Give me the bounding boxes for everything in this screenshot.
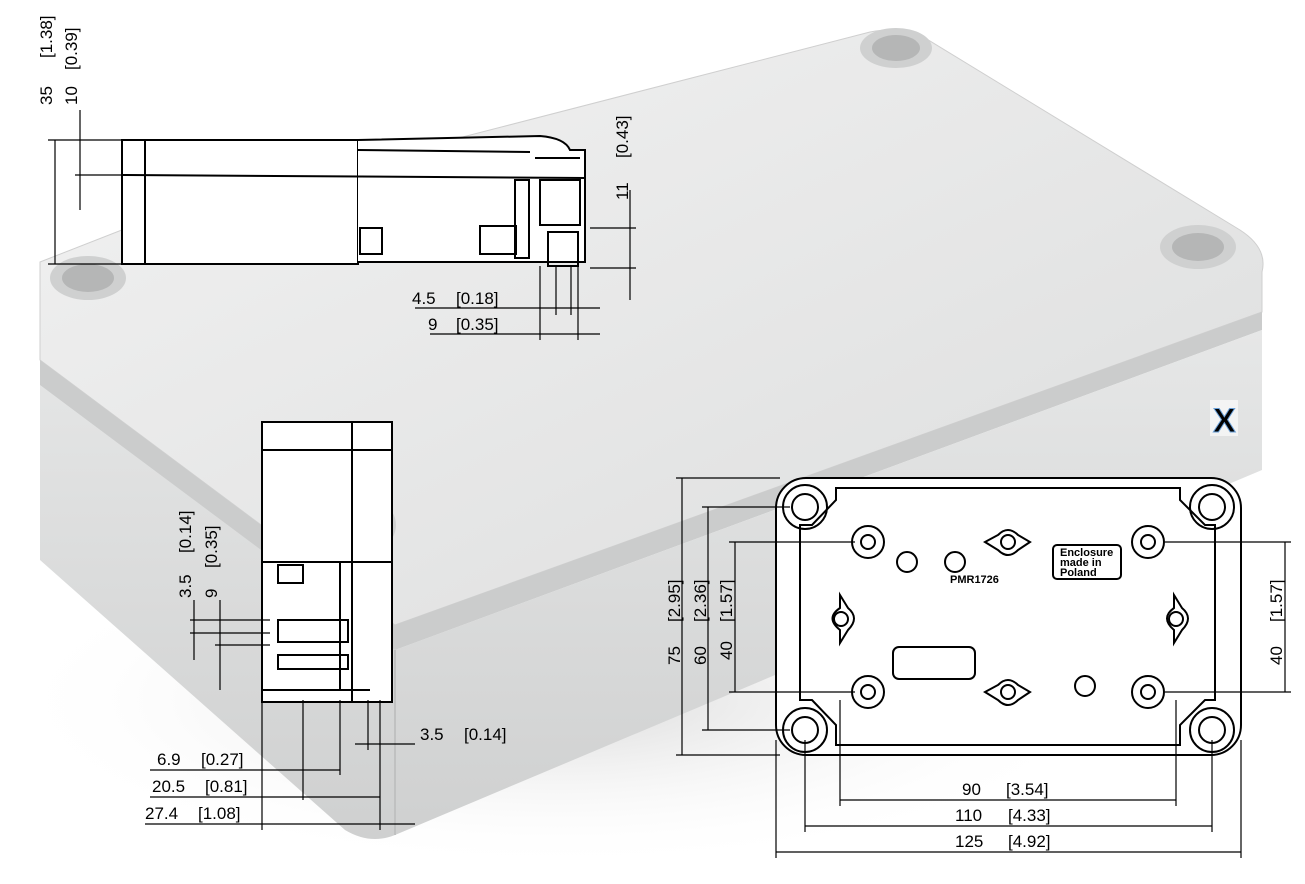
dim-height-40: 40 <box>717 641 736 660</box>
dim-width-125-in: [4.92] <box>1008 832 1051 851</box>
dim-width-110: 110 <box>955 806 982 825</box>
dim-width-90-in: [3.54] <box>1006 780 1049 799</box>
dim-side-d-in: [0.27] <box>201 750 244 769</box>
section-view-side <box>261 421 393 703</box>
dim-width-125: 125 <box>955 832 983 851</box>
made-in-line-2: made in <box>1060 557 1102 569</box>
dim-height-60: 60 <box>691 646 710 665</box>
dim-side-b: 9 <box>202 589 221 598</box>
dim-side-e-in: [0.81] <box>205 777 248 796</box>
dim-screw-height: 11 <box>613 182 632 200</box>
dim-side-a-in: [0.14] <box>176 510 195 553</box>
dim-side-c: 3.5 <box>420 725 444 744</box>
dim-side-d: 6.9 <box>157 750 181 769</box>
dim-height-40-in: [1.57] <box>717 579 736 622</box>
dim-screw-d1: 4.5 <box>412 289 436 308</box>
dim-screw-d2-in: [0.35] <box>456 315 499 334</box>
bottom-view <box>775 477 1242 756</box>
made-in-line-3: Poland <box>1060 567 1097 579</box>
dim-side-f: 27.4 <box>145 804 178 823</box>
made-in-line-1: Enclosure <box>1060 547 1113 559</box>
dimension-texts-vertical: 35 [1.38] 10 [0.39] 11 [0.43] 3.5 [0.14]… <box>37 15 1286 665</box>
brand-logo: X <box>1210 400 1238 441</box>
section-view-top <box>121 134 586 267</box>
dim-height-60-in: [2.36] <box>691 579 710 622</box>
dimension-lines <box>48 110 1291 858</box>
photo-screw-3 <box>50 256 126 300</box>
dim-side-e: 20.5 <box>152 777 185 796</box>
photo-screw-1 <box>860 28 932 68</box>
dim-total-height: 35 <box>37 86 56 105</box>
dim-lid-height: 10 <box>62 86 81 105</box>
dim-screw-height-in: [0.43] <box>613 115 632 158</box>
svg-text:X: X <box>1213 402 1236 440</box>
dim-right-height-40: 40 <box>1267 646 1286 665</box>
dim-side-f-in: [1.08] <box>198 804 241 823</box>
dim-side-a: 3.5 <box>176 574 195 598</box>
model-label: PMR1726 <box>950 574 999 586</box>
dim-screw-d2: 9 <box>428 315 437 334</box>
dim-width-110-in: [4.33] <box>1008 806 1051 825</box>
dim-height-75-in: [2.95] <box>665 579 684 622</box>
dim-height-75: 75 <box>665 646 684 665</box>
dim-screw-d1-in: [0.18] <box>456 289 499 308</box>
dim-right-height-40-in: [1.57] <box>1267 579 1286 622</box>
dimension-texts: 4.5 [0.18] 9 [0.35] 3.5 [0.14] 6.9 [0.27… <box>145 289 1051 851</box>
dim-lid-height-in: [0.39] <box>62 27 81 70</box>
photo-screw-2 <box>1160 225 1236 269</box>
dim-width-90: 90 <box>962 780 981 799</box>
dim-total-height-in: [1.38] <box>37 15 56 58</box>
dim-side-c-in: [0.14] <box>464 725 507 744</box>
dim-side-b-in: [0.35] <box>202 525 221 568</box>
